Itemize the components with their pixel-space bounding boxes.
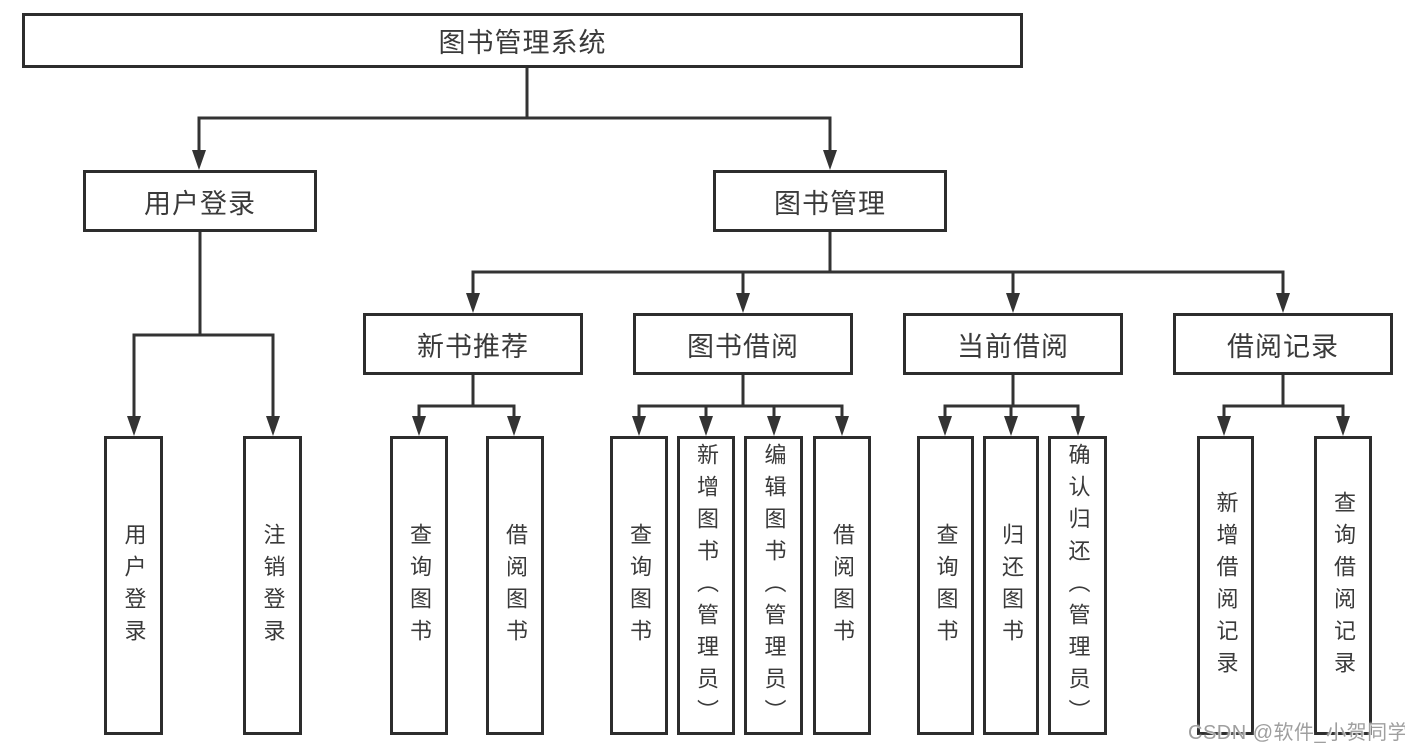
arrow-down-icon <box>1217 416 1231 436</box>
node-nb-query-books: 查询图书 <box>390 436 448 735</box>
node-bb-add-books-admin: 新增图书（管理员） <box>677 436 735 735</box>
node-book-management: 图书管理 <box>713 170 947 232</box>
node-user-login: 用户登录 <box>83 170 317 232</box>
node-library-system: 图书管理系统 <box>22 13 1023 68</box>
node-borrowing-records: 借阅记录 <box>1173 313 1393 375</box>
node-cb-return-books: 归还图书 <box>983 436 1039 735</box>
node-bb-borrow-books: 借阅图书 <box>813 436 871 735</box>
arrow-down-icon <box>466 293 480 313</box>
node-br-add-record: 新增借阅记录 <box>1197 436 1254 735</box>
arrow-down-icon <box>1006 293 1020 313</box>
arrow-down-icon <box>412 416 426 436</box>
arrow-down-icon <box>823 150 837 170</box>
node-logout-action: 注销登录 <box>243 436 302 735</box>
node-current-borrowing: 当前借阅 <box>903 313 1123 375</box>
arrow-down-icon <box>192 150 206 170</box>
node-book-borrowing: 图书借阅 <box>633 313 853 375</box>
arrow-down-icon <box>266 416 280 436</box>
arrow-down-icon <box>1276 293 1290 313</box>
node-cb-query-books: 查询图书 <box>917 436 974 735</box>
arrow-down-icon <box>938 416 952 436</box>
arrow-down-icon <box>127 416 141 436</box>
node-nb-borrow-books: 借阅图书 <box>486 436 544 735</box>
node-new-book-recommend: 新书推荐 <box>363 313 583 375</box>
arrow-down-icon <box>1336 416 1350 436</box>
watermark: CSDN @软件_小贺同学 <box>1188 722 1405 744</box>
arrow-down-icon <box>699 416 713 436</box>
node-user-login-action: 用户登录 <box>104 436 163 735</box>
arrow-down-icon <box>1071 416 1085 436</box>
arrow-down-icon <box>835 416 849 436</box>
arrow-down-icon <box>632 416 646 436</box>
node-br-query-record: 查询借阅记录 <box>1314 436 1372 735</box>
arrow-down-icon <box>767 416 781 436</box>
arrow-down-icon <box>736 293 750 313</box>
node-cb-confirm-return-admin: 确认归还（管理员） <box>1048 436 1107 735</box>
node-bb-edit-books-admin: 编辑图书（管理员） <box>744 436 803 735</box>
arrow-down-icon <box>507 416 521 436</box>
node-bb-query-books: 查询图书 <box>610 436 668 735</box>
arrow-down-icon <box>1004 416 1018 436</box>
